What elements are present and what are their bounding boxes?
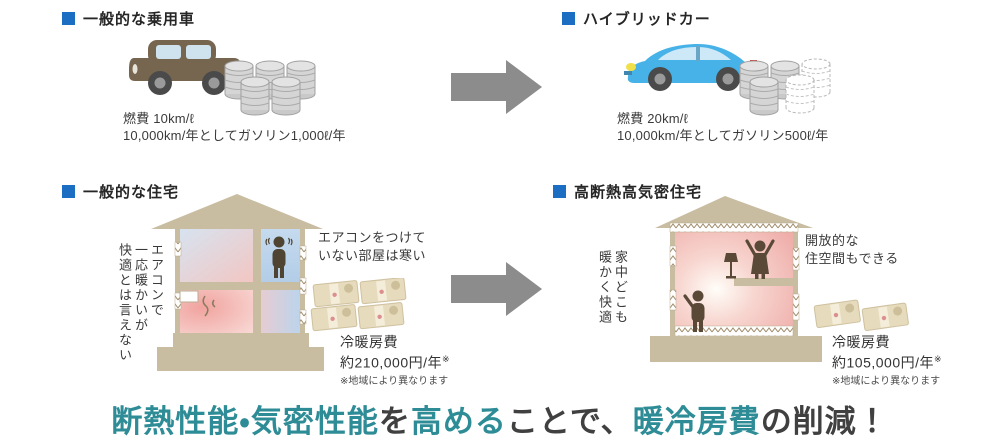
floor-lamp-icon <box>724 253 738 279</box>
note-line: いない部屋は寒い <box>318 248 427 263</box>
cost-label: 冷暖房費 <box>832 334 890 350</box>
fuel-info-normal: 燃費 10km/ℓ 10,000km/年としてガソリン1,000ℓ/年 <box>123 110 346 144</box>
note-line: 開放的な <box>805 233 860 248</box>
money-bundles-4-icon <box>310 278 407 332</box>
ceiling-insulation-band <box>669 222 799 233</box>
normal-house-cross-section <box>151 194 324 371</box>
section-title: 高断熱高気密住宅 <box>574 184 703 201</box>
loft-platform <box>734 278 793 286</box>
section-header-normal-car: 一般的な乗用車 <box>62 8 195 29</box>
blue-square-bullet-icon <box>62 185 75 198</box>
floor-insulation-band <box>674 325 794 337</box>
sedan-car-icon <box>129 40 241 95</box>
blue-square-bullet-icon <box>553 185 566 198</box>
section-title: 一般的な乗用車 <box>83 11 196 28</box>
shivering-person-icon <box>265 236 293 278</box>
vertical-line: エアコンで <box>149 243 164 318</box>
fuel-line: 10,000km/年としてガソリン1,000ℓ/年 <box>123 128 346 143</box>
insulation-bit <box>174 241 182 257</box>
section-header-hybrid-car: ハイブリッドカー <box>562 8 711 29</box>
vertical-line: 家中どこも <box>613 250 628 325</box>
insulation-bit <box>299 277 307 295</box>
blue-square-bullet-icon <box>562 12 575 25</box>
open-space-note: 開放的な 住空間もできる <box>805 232 899 268</box>
cost-value: 約210,000円/年※ <box>340 354 451 371</box>
draft-crack <box>211 299 216 308</box>
section-title: ハイブリッドカー <box>583 11 711 28</box>
fuel-line: 燃費 10km/ℓ <box>123 111 195 126</box>
fuel-line: 10,000km/年としてガソリン500ℓ/年 <box>617 128 829 143</box>
note-line: 住空間もできる <box>805 251 899 266</box>
blue-square-bullet-icon <box>62 12 75 25</box>
cheering-person-icon <box>745 239 775 279</box>
headline-segment: 高める <box>410 404 507 439</box>
hybrid-car-icon <box>624 44 763 91</box>
draft-crack <box>202 295 209 317</box>
cost-note: ※地域により異なります <box>340 375 449 387</box>
insulation-bit <box>792 293 800 321</box>
headline: 断熱性能・気密性能を高めることで、暖冷房費の削減！ <box>0 396 1000 441</box>
vertical-line: 快適とは言えない <box>117 243 132 363</box>
cost-block-normal: 冷暖房費 約210,000円/年※ ※地域により異なります <box>340 334 450 390</box>
headline-segment: 暖冷房費 <box>632 404 761 439</box>
insulated-house-cross-section <box>650 196 822 362</box>
air-conditioner-icon <box>179 290 199 303</box>
fuel-line: 燃費 20km/ℓ <box>617 111 689 126</box>
arrow-right-icon <box>451 60 542 114</box>
section-header-normal-house: 一般的な住宅 <box>62 181 179 202</box>
headline-segment: を <box>378 404 411 439</box>
section-header-insulated-house: 高断熱高気密住宅 <box>553 181 702 202</box>
cost-block-insulated: 冷暖房費 約105,000円/年※ ※地域により異なります <box>832 334 942 390</box>
roof <box>655 196 813 228</box>
waving-person-icon <box>683 290 705 332</box>
comfort-vertical-text-normal: エアコンで 一応暖かいが 快適とは言えない <box>116 243 164 379</box>
arrow-right-icon <box>451 262 542 316</box>
insulation-bit <box>669 245 677 267</box>
headline-segment: ことで、 <box>506 404 633 439</box>
insulation-bit <box>299 309 307 325</box>
vertical-line: 一応暖かいが <box>133 243 148 333</box>
cold-room-note: エアコンをつけて いない部屋は寒い <box>318 229 426 265</box>
headline-segment: の削減！ <box>760 404 889 439</box>
insulation-bit <box>792 247 800 271</box>
insulation-bit <box>669 289 677 311</box>
note-line: エアコンをつけて <box>318 230 427 245</box>
insulation-bit <box>299 245 307 261</box>
headline-segment: 断熱性能・気密性能 <box>111 404 379 439</box>
cost-label: 冷暖房費 <box>340 334 398 350</box>
section-title: 一般的な住宅 <box>83 184 180 201</box>
comfort-vertical-text-insulated: 家中どこも 暖かく快適 <box>596 250 628 360</box>
roof <box>151 194 323 229</box>
cost-note: ※地域により異なります <box>832 375 941 387</box>
fuel-info-hybrid: 燃費 20km/ℓ 10,000km/年としてガソリン500ℓ/年 <box>617 110 828 144</box>
cost-value: 約105,000円/年※ <box>832 354 943 371</box>
vertical-line: 暖かく快適 <box>597 250 612 325</box>
